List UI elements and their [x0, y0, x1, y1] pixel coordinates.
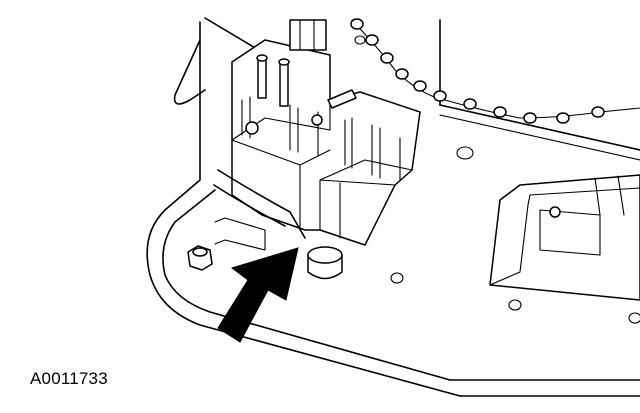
plate-top-edge-inner	[439, 114, 640, 161]
plate-hole-3	[390, 272, 404, 284]
bracket-slots	[241, 96, 401, 181]
nut-platform	[214, 217, 266, 251]
rubber-bumper	[307, 246, 343, 280]
connector-block	[289, 19, 327, 51]
terminal-cap-2	[278, 58, 290, 66]
connector-block-ribs	[299, 19, 315, 51]
bead-chain-icon	[350, 18, 640, 124]
right-housing	[489, 174, 640, 301]
terminal-post-1	[257, 57, 267, 99]
flat-cable	[213, 169, 306, 239]
bracket-lower-box	[319, 159, 413, 239]
rear-casing	[173, 17, 263, 105]
plate-hole-5	[628, 312, 640, 324]
terminal-post-2	[279, 61, 289, 107]
mounting-nut	[187, 245, 213, 271]
bracket-screw-head	[245, 121, 259, 135]
plate-top-edge	[439, 104, 640, 151]
plate-hole-4	[508, 299, 522, 311]
cable-clip	[327, 89, 357, 109]
base-plate-outline	[146, 21, 640, 397]
figure-reference-code: A0011733	[30, 369, 108, 388]
terminal-screw	[311, 114, 323, 126]
plate-hole-1	[456, 146, 474, 160]
pointer-arrow-icon	[217, 247, 299, 343]
terminal-cap-1	[256, 54, 268, 62]
plate-hole-2	[354, 35, 366, 45]
base-plate-inner-rim	[162, 189, 640, 381]
